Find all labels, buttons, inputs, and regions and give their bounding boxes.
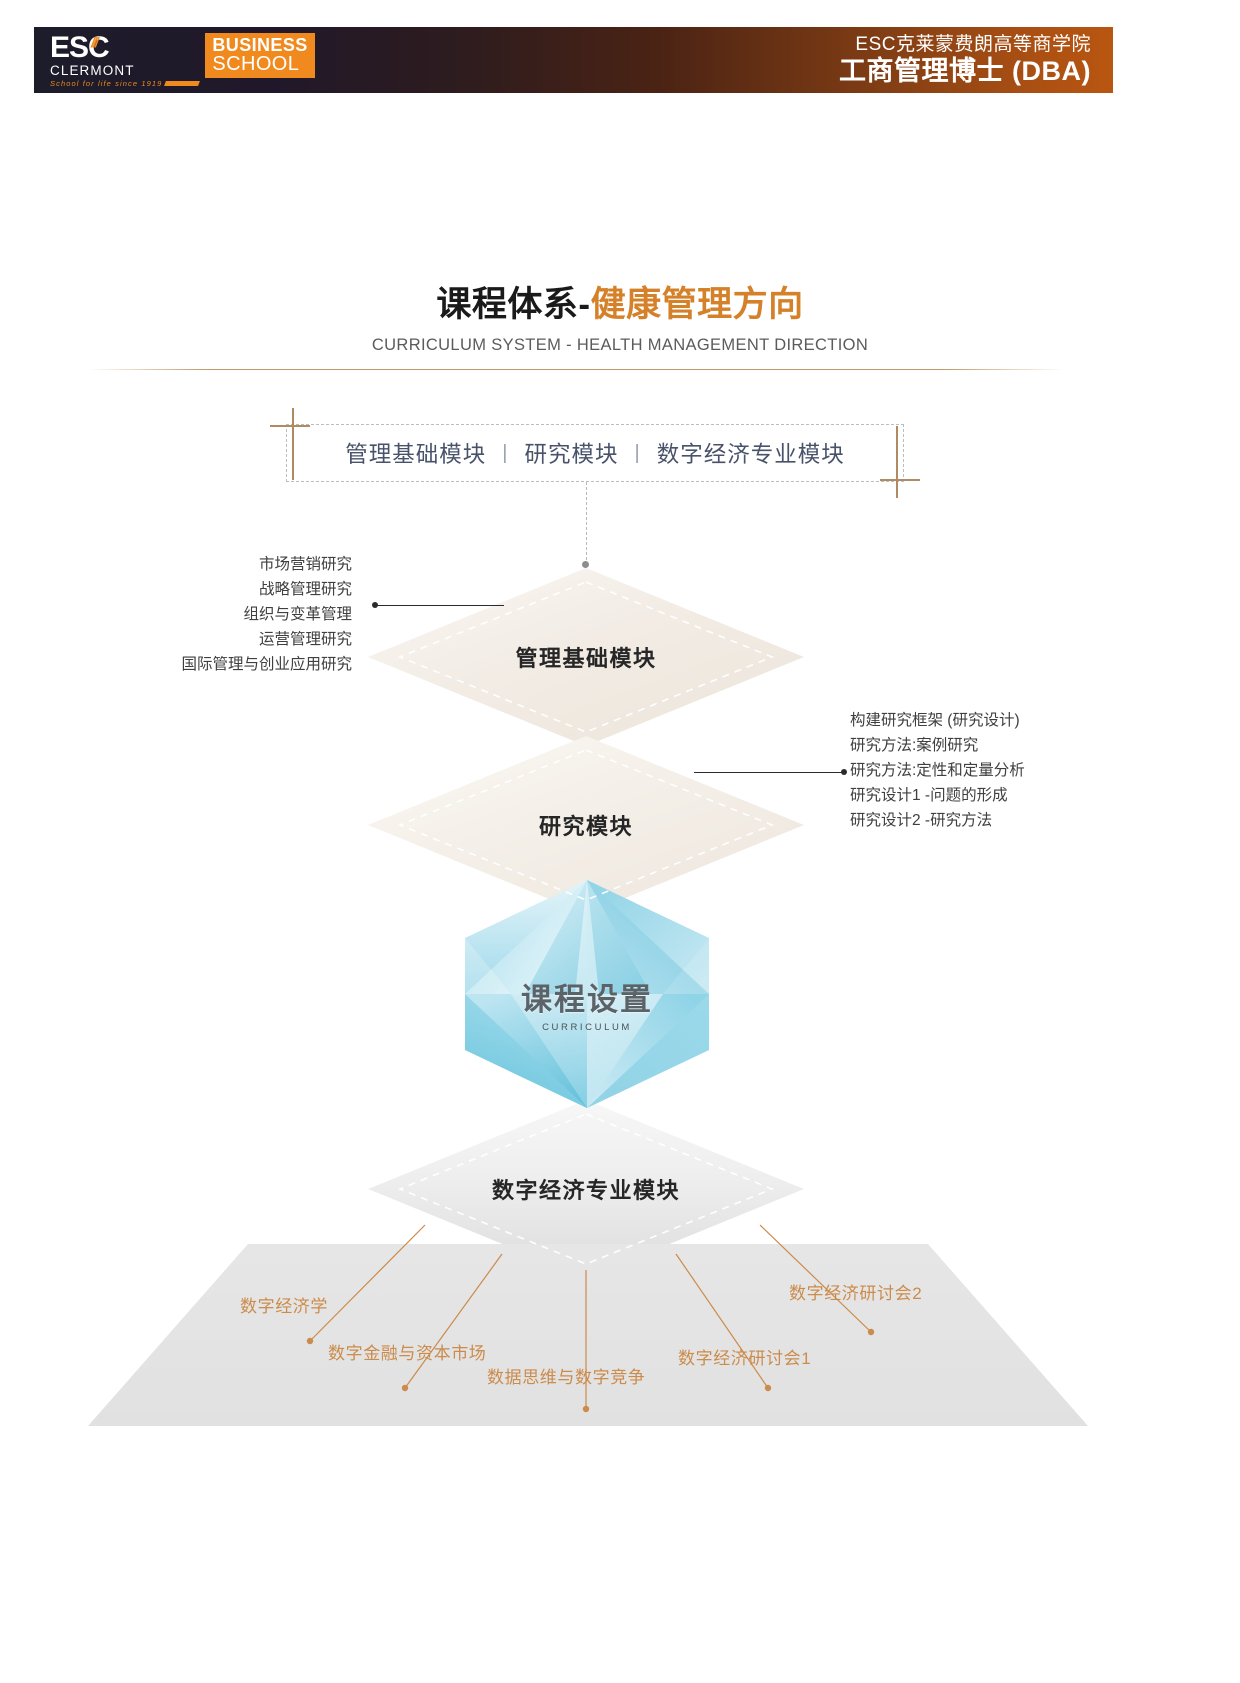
logo-clermont-text: CLERMONT <box>50 62 135 78</box>
logo-tagline: School for life since 1919 <box>50 79 201 88</box>
module-summary-bar: 管理基础模块 | 研究模块 | 数字经济专业模块 <box>270 408 920 498</box>
logo-wordmark: ESC /// CLERMONT School for life since 1… <box>50 30 201 88</box>
bottom-course-label-5: 数字经济研讨会2 <box>789 1284 923 1303</box>
bottom-course-label-3: 数据思维与数字竞争 <box>487 1368 646 1387</box>
module-bar-drop-dot <box>582 561 589 568</box>
corner-mark-bottom-right-h <box>880 479 920 481</box>
page-subtitle: CURRICULUM SYSTEM - HEALTH MANAGEMENT DI… <box>371 336 869 354</box>
right-list-item: 研究方法:定性和定量分析 <box>850 762 1025 779</box>
page-title-main: 课程体系- <box>436 285 591 324</box>
logo-business-school-block: BUSINESS SCHOOL <box>205 32 315 79</box>
bottom-course-label-2: 数字金融与资本市场 <box>328 1344 487 1363</box>
bottom-course-label-4: 数字经济研讨会1 <box>678 1349 812 1368</box>
esc-clermont-logo: ESC /// CLERMONT School for life since 1… <box>50 30 315 88</box>
right-list-item: 研究设计1 -问题的形成 <box>850 787 1008 804</box>
module-bar-separator-2: | <box>634 441 641 464</box>
logo-tagline-text: School for life since 1919 <box>50 79 163 88</box>
hexagon-label-cn: 课程设置 <box>521 982 653 1017</box>
management-foundation-course-list: 市场营销研究 战略管理研究 组织与变革管理 运营管理研究 国际管理与创业应用研究 <box>0 552 352 677</box>
corner-mark-top-left-v <box>292 408 294 480</box>
left-list-item: 国际管理与创业应用研究 <box>181 656 352 673</box>
page-header: ESC /// CLERMONT School for life since 1… <box>34 27 1113 93</box>
module-summary-items: 管理基础模块 | 研究模块 | 数字经济专业模块 <box>287 425 903 481</box>
left-list-item: 市场营销研究 <box>258 556 352 573</box>
corner-mark-bottom-right-v <box>896 426 898 498</box>
right-list-connector-dot <box>841 769 847 775</box>
logo-business-text: BUSINESS <box>212 34 308 55</box>
left-list-item: 运营管理研究 <box>258 631 352 648</box>
logo-bar-icon <box>164 81 201 87</box>
right-list-connector-line <box>694 772 844 774</box>
left-list-connector-line <box>376 605 504 607</box>
diamond-label-1: 管理基础模块 <box>515 646 657 671</box>
diamond-label-3: 数字经济专业模块 <box>491 1178 680 1203</box>
hexagon-label-group: 课程设置 CURRICULUM <box>455 974 719 1033</box>
logo-esc-letters: ESC <box>50 30 110 64</box>
curriculum-hexagon-crystal[interactable]: 课程设置 CURRICULUM <box>455 878 719 1110</box>
diamond-label-2: 研究模块 <box>538 814 633 839</box>
diamond-management-foundation[interactable]: 管理基础模块 <box>368 568 804 746</box>
program-identity: ESC克莱蒙费朗高等商学院 工商管理博士 (DBA) <box>839 34 1091 86</box>
program-school-name: ESC克莱蒙费朗高等商学院 <box>855 34 1091 56</box>
logo-slash-icon: /// <box>91 33 99 50</box>
right-list-item: 构建研究框架 (研究设计) <box>850 712 1020 729</box>
left-list-connector-dot <box>372 602 378 608</box>
right-list-item: 研究设计2 -研究方法 <box>850 812 993 829</box>
logo-esc-text: ESC /// <box>50 30 199 64</box>
page-title-block: 课程体系-健康管理方向 CURRICULUM SYSTEM - HEALTH M… <box>0 276 1240 355</box>
module-bar-separator-1: | <box>502 441 509 464</box>
module-bar-drop-connector <box>586 482 587 560</box>
pyramid-base-platform <box>88 1244 1088 1426</box>
right-list-item: 研究方法:案例研究 <box>850 737 979 754</box>
hexagon-crystal-svg <box>465 880 709 1108</box>
program-degree-name: 工商管理博士 (DBA) <box>839 55 1091 86</box>
corner-mark-top-left-h <box>270 425 310 427</box>
logo-school-text: SCHOOL <box>212 52 300 75</box>
page-title-accent: 健康管理方向 <box>590 285 804 324</box>
page-title: 课程体系-健康管理方向 <box>0 276 1240 327</box>
research-module-course-list: 构建研究框架 (研究设计) 研究方法:案例研究 研究方法:定性和定量分析 研究设… <box>850 708 1110 833</box>
left-list-item: 战略管理研究 <box>258 581 352 598</box>
module-bar-item-1: 管理基础模块 <box>345 442 487 467</box>
module-bar-item-2: 研究模块 <box>524 442 619 467</box>
title-divider <box>88 369 1064 370</box>
hexagon-label-en: CURRICULUM <box>542 1022 632 1033</box>
bottom-course-label-1: 数字经济学 <box>240 1297 328 1316</box>
module-bar-item-3: 数字经济专业模块 <box>656 442 845 467</box>
left-list-item: 组织与变革管理 <box>243 606 352 623</box>
